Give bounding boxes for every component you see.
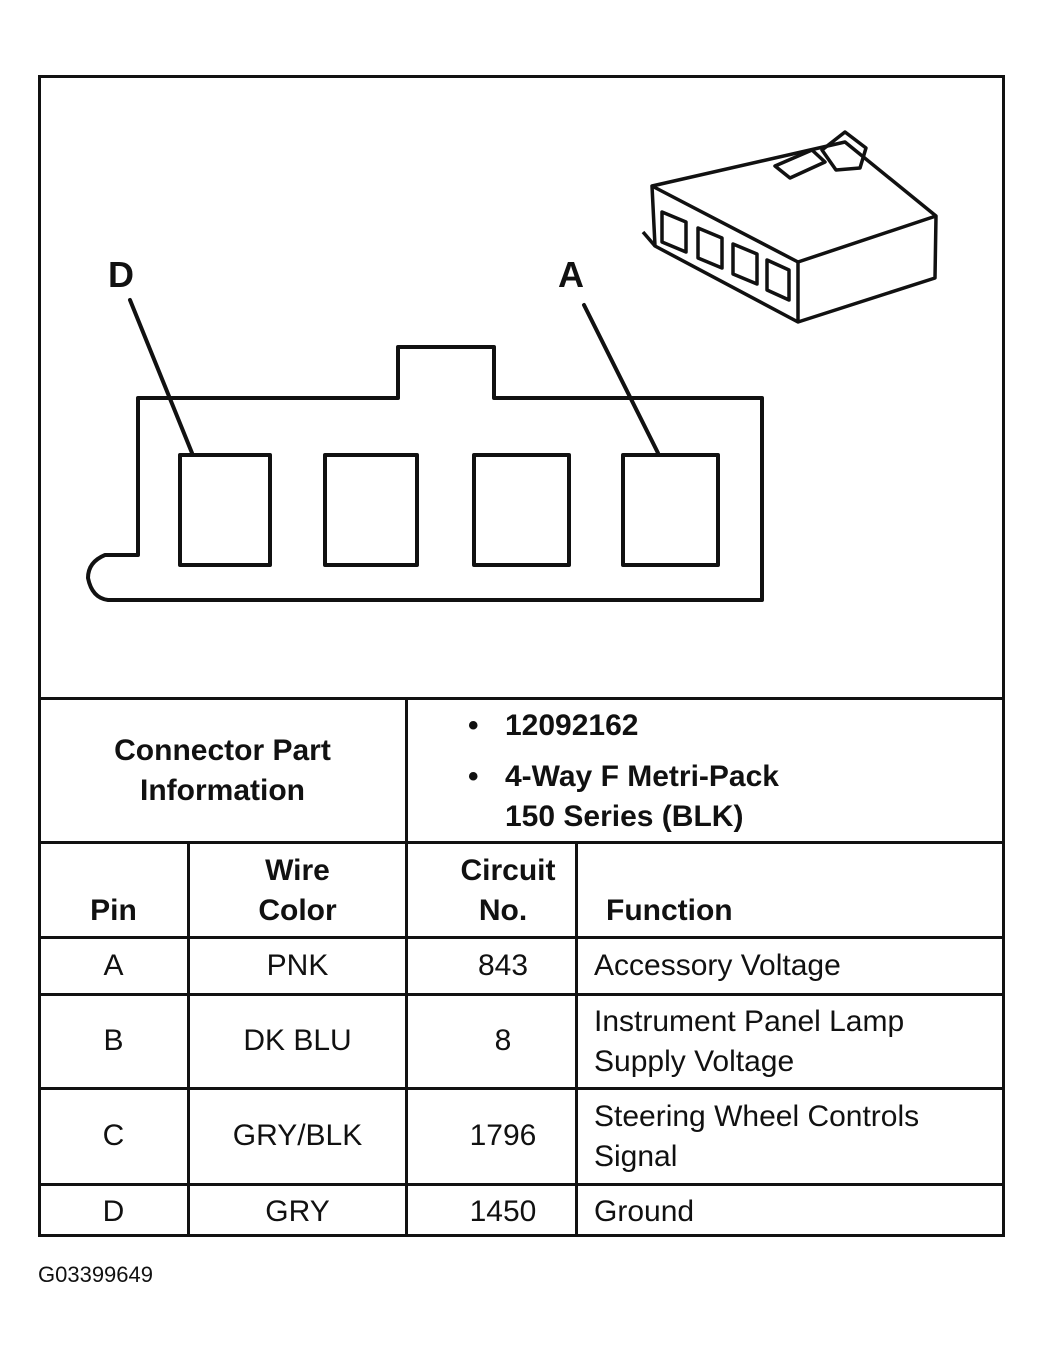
table-cell-pin: B: [103, 1024, 124, 1057]
table-cell-function-line2: Signal: [594, 1140, 678, 1173]
table-cell-pin: C: [102, 1119, 125, 1152]
table-cell-circuit: 843: [477, 949, 529, 982]
table-cell-function-line2: Supply Voltage: [594, 1045, 795, 1078]
header-bottom-rule: [38, 936, 1005, 939]
table-cell-wire-color: DK BLU: [243, 1024, 352, 1057]
header-pin: Pin: [90, 894, 137, 927]
bullet-icon: •: [468, 760, 479, 793]
row-rule-3: [38, 1183, 1005, 1186]
connector-3d-picture: [641, 130, 938, 324]
connector-face-diagram: [86, 130, 938, 602]
table-cell-pin: A: [103, 949, 124, 982]
cavity-c: [323, 453, 419, 567]
part-info-label-line1: Connector Part: [114, 734, 331, 767]
table-top-rule: [38, 697, 1005, 700]
part-number: 12092162: [505, 709, 639, 742]
header-function: Function: [606, 894, 733, 927]
figure-id: G03399649: [38, 1262, 153, 1287]
table-cell-function: Ground: [594, 1195, 695, 1228]
header-wire-color-line2: Color: [258, 894, 337, 927]
part-info-divider: [405, 697, 408, 1237]
row-rule-1: [38, 993, 1005, 996]
column-divider-pin: [187, 841, 190, 1237]
table-cell-circuit: 8: [494, 1024, 512, 1057]
part-description-line2: 150 Series (BLK): [505, 800, 744, 833]
header-circuit-line2: No.: [478, 894, 528, 927]
part-info-label-line2: Information: [140, 774, 305, 807]
table-cell-wire-color: GRY/BLK: [232, 1119, 363, 1152]
connector-body: [86, 345, 764, 602]
leader-line-d: [128, 298, 194, 455]
header-circuit-line1: Circuit: [460, 854, 556, 887]
table-cell-function: Accessory Voltage: [594, 949, 841, 982]
table-cell-pin: D: [102, 1195, 125, 1228]
diagram-frame: [38, 75, 1005, 1237]
pin-label-a: A: [558, 254, 584, 295]
cavity-b: [472, 453, 571, 567]
leader-line-a: [582, 303, 660, 455]
cavity-d: [178, 453, 272, 567]
row-rule-2: [38, 1087, 1005, 1090]
bullet-icon: •: [468, 709, 479, 742]
cavity-a: [621, 453, 720, 567]
pin-label-d: D: [108, 254, 134, 295]
table-cell-wire-color: GRY: [265, 1195, 330, 1228]
table-cell-function-line1: Steering Wheel Controls: [594, 1100, 920, 1133]
table-cell-circuit: 1450: [469, 1195, 537, 1228]
table-cell-wire-color: PNK: [266, 949, 329, 982]
column-divider-circuit: [575, 841, 578, 1237]
part-info-bottom-rule: [38, 841, 1005, 844]
table-cell-circuit: 1796: [469, 1119, 537, 1152]
table-cell-function-line1: Instrument Panel Lamp: [594, 1005, 905, 1038]
part-description-line1: 4-Way F Metri-Pack: [505, 760, 779, 793]
header-wire-color-line1: Wire: [265, 854, 330, 887]
